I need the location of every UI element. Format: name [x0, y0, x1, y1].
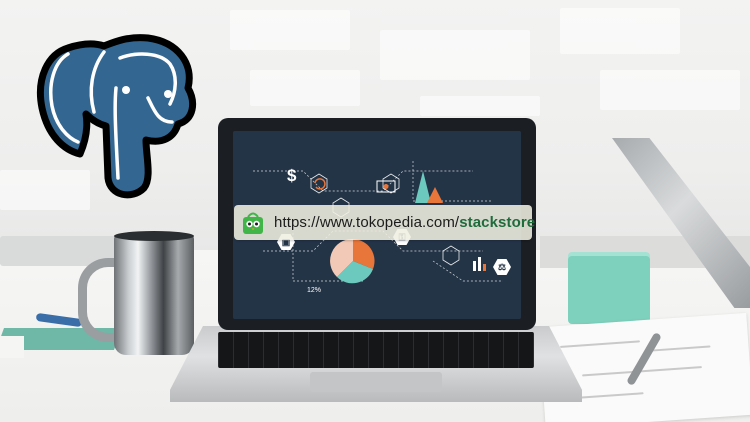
percent-label: 12%	[307, 287, 322, 294]
bar-chart-icon	[415, 171, 486, 271]
url-banner[interactable]: https://www.tokopedia.com/stackstore	[234, 205, 535, 240]
notebook	[0, 336, 24, 358]
postgresql-elephant-icon	[28, 28, 202, 208]
mug-handle	[78, 258, 133, 342]
tokopedia-shop-icon	[240, 210, 266, 236]
screen-infographic	[253, 161, 503, 284]
url-text[interactable]: https://www.tokopedia.com/stackstore	[274, 214, 535, 231]
pie-chart-icon	[330, 238, 375, 284]
scales-icon: ⚖	[493, 259, 511, 275]
dollar-icon: $	[287, 166, 297, 185]
url-slug: stackstore	[459, 214, 536, 231]
laptop-trackpad	[310, 372, 442, 392]
laptop-keyboard	[218, 332, 534, 368]
mint-speaker	[568, 256, 650, 324]
mug-rim	[114, 231, 194, 241]
url-prefix: https://www.tokopedia.com/	[274, 214, 460, 231]
steel-mug	[114, 235, 194, 355]
